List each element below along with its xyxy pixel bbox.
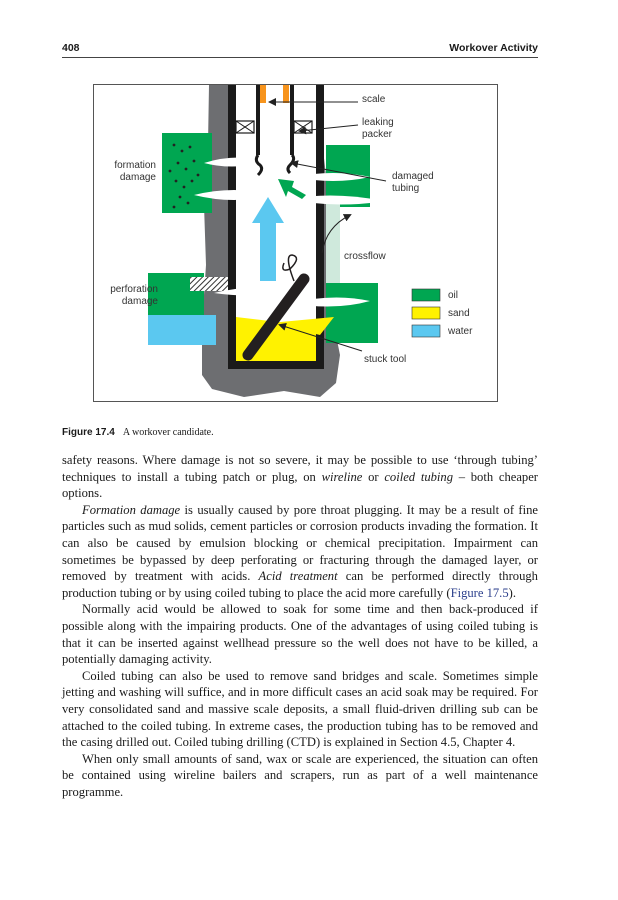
paragraph-5: When only small amounts of sand, wax or …: [62, 751, 538, 799]
lower-right-oil-zone: [326, 283, 378, 343]
casing-bottom: [228, 361, 324, 369]
legend-sand-swatch: [411, 306, 441, 320]
casing-right-wall: [316, 85, 324, 369]
damaged-tubing-left: [254, 154, 264, 177]
perforation-tunnel-3: [294, 173, 370, 181]
legend: oil sand water: [411, 288, 473, 338]
well-diagram: scale leaking packer formation damage da…: [110, 85, 473, 397]
label-damaged-tubing-1: damaged: [392, 171, 434, 182]
body-text: safety reasons. Where damage is not so s…: [62, 452, 538, 800]
legend-water-swatch: [411, 324, 441, 338]
label-perforation-damage-1: perforation: [110, 284, 158, 295]
figure-17-4: scale leaking packer formation damage da…: [93, 84, 498, 402]
tubing-right-wall: [290, 85, 294, 155]
casing-left-wall: [228, 85, 236, 369]
perforation-tunnel-4: [290, 195, 384, 205]
flow-arrow: [252, 197, 284, 281]
paragraph-1: safety reasons. Where damage is not so s…: [62, 453, 539, 501]
crossflow-band: [326, 203, 340, 283]
perforation-tunnel-1: [204, 157, 270, 167]
caption-number: Figure 17.4: [62, 427, 115, 438]
label-scale: scale: [362, 94, 386, 105]
label-crossflow: crossflow: [344, 251, 386, 262]
legend-sand-label: sand: [448, 308, 470, 319]
paragraph-2: Formation damage is usually caused by po…: [62, 502, 538, 600]
tubing-left-wall: [256, 85, 260, 155]
tool-wire: [282, 254, 298, 282]
page-number: 408: [62, 42, 80, 54]
figure-17-5-link[interactable]: Figure 17.5: [450, 585, 509, 600]
label-perforation-damage-2: damage: [122, 296, 159, 307]
legend-water-label: water: [447, 326, 473, 337]
sand-streak: [270, 317, 334, 335]
label-formation-damage-2: damage: [120, 172, 157, 183]
perforation-tunnel-2: [194, 190, 274, 200]
label-stuck-tool: stuck tool: [364, 354, 406, 365]
paragraph-3: Normally acid would be allowed to soak f…: [62, 602, 538, 667]
perforation-tunnel-6: [214, 287, 294, 296]
legend-oil-label: oil: [448, 290, 458, 301]
label-formation-damage-1: formation: [114, 160, 156, 171]
formation-damage-zone: [162, 133, 212, 213]
lower-left-water-zone: [148, 315, 216, 345]
perforation-damage-hatch: [190, 277, 232, 291]
perforation-tunnel-5: [290, 297, 370, 307]
section-title: Workover Activity: [449, 42, 538, 54]
figure-caption: Figure 17.4 A workover candidate.: [62, 427, 538, 438]
label-leaking-packer-2: packer: [362, 129, 393, 140]
damage-particles: [168, 143, 200, 209]
damaged-tubing-right: [286, 153, 296, 175]
label-damaged-tubing-2: tubing: [392, 183, 419, 194]
header-rule: [62, 57, 538, 58]
leak-arrow: [278, 179, 306, 199]
scale-left: [260, 85, 266, 103]
caption-text: A workover candidate.: [122, 427, 214, 438]
legend-oil-swatch: [411, 288, 441, 302]
paragraph-4: Coiled tubing can also be used to remove…: [62, 668, 538, 750]
scale-right: [283, 85, 289, 103]
label-leaking-packer-1: leaking: [362, 117, 394, 128]
stuck-tool: [242, 273, 310, 361]
